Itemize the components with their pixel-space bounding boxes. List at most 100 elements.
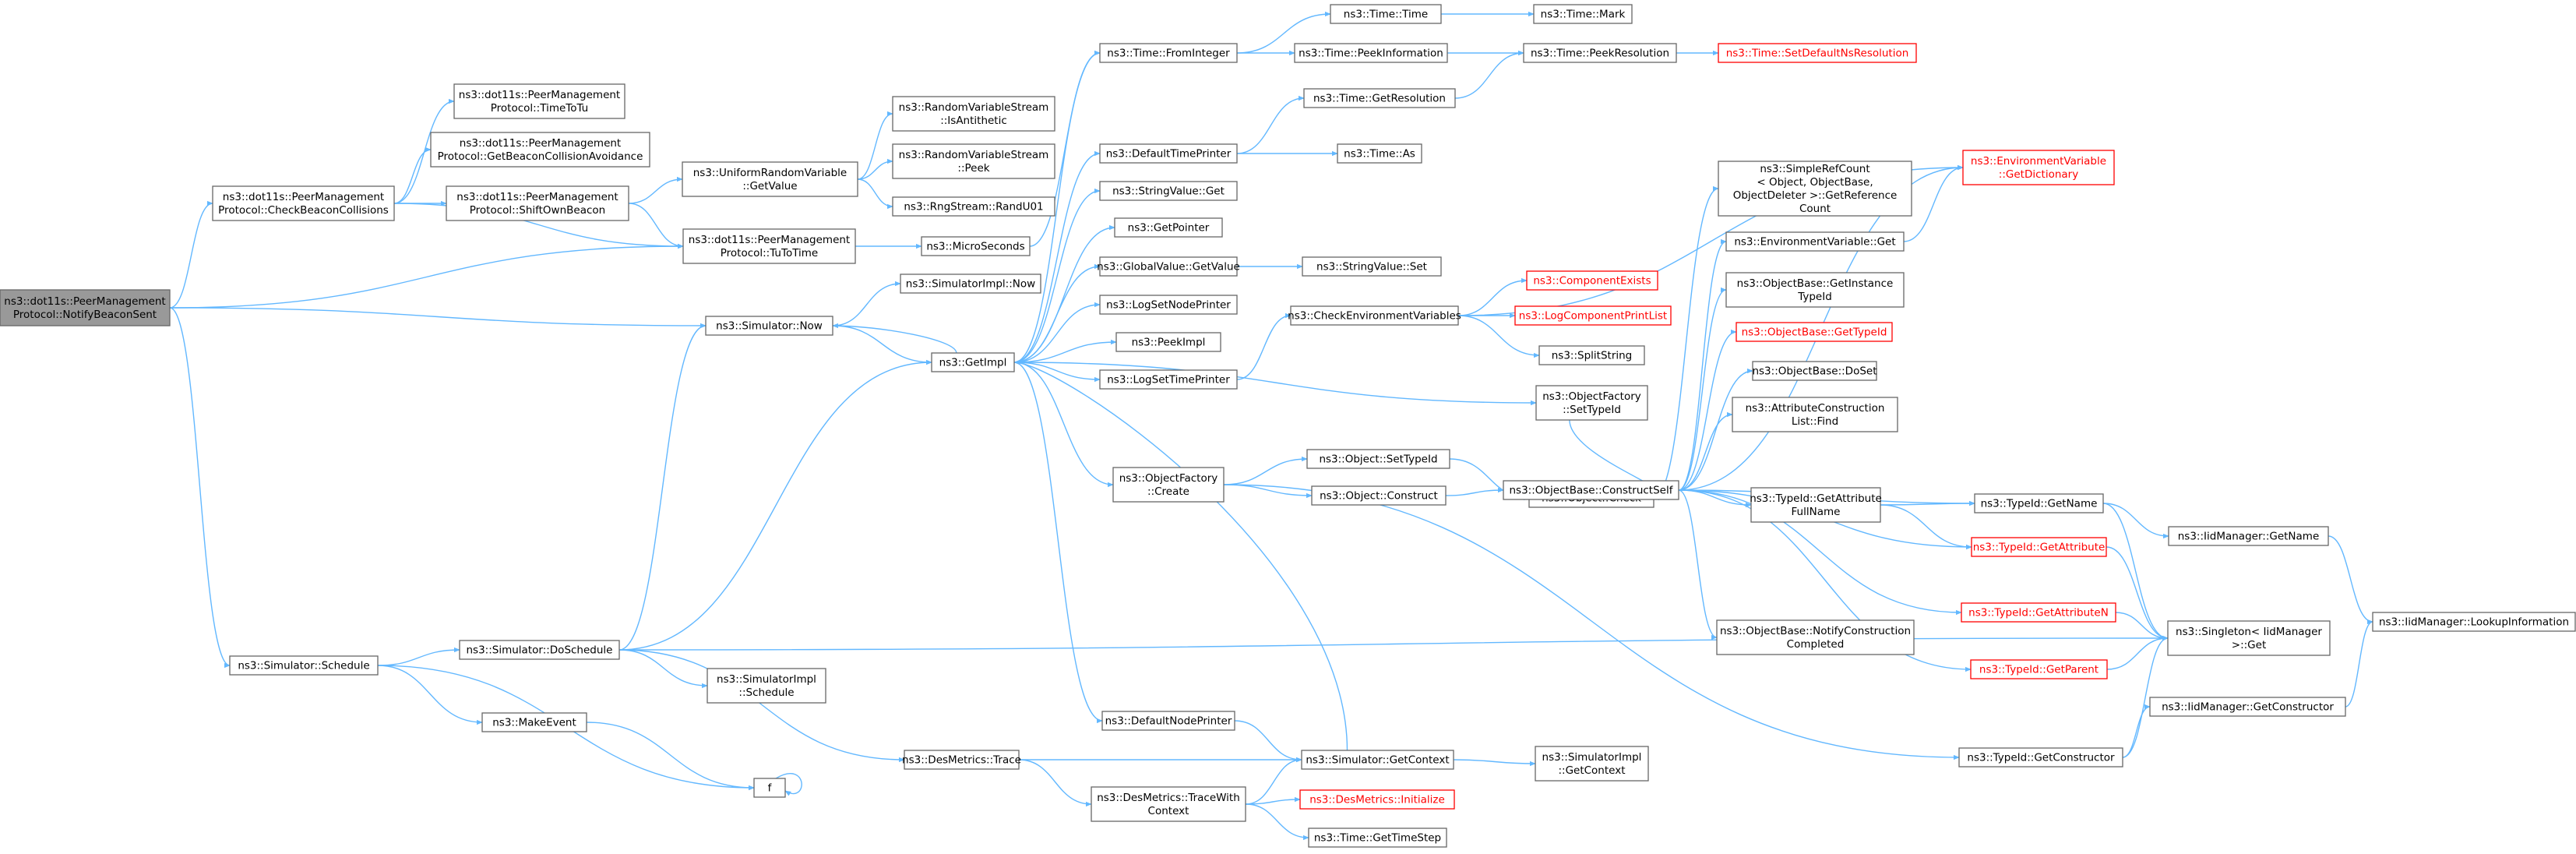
edge-n59-to-n63: [618, 649, 905, 763]
node-box: [1750, 487, 1881, 523]
node-ns3-time-as[interactable]: ns3::Time::As: [1337, 143, 1422, 164]
node-ns3-simulator-now[interactable]: ns3::Simulator::Now: [705, 316, 833, 336]
edge-n59-to-n11: [618, 323, 707, 651]
edge-n58-to-n59: [377, 647, 460, 666]
node-label: ns3::Time::FromInteger: [1107, 48, 1230, 60]
node-ns3-time-time[interactable]: ns3::Time::Time: [1330, 4, 1442, 24]
node-ns3-desmetrics-initialize[interactable]: ns3::DesMetrics::Initialize: [1299, 789, 1455, 810]
node-ns3-dot11s-peermanagement-protocol-getbeaconcollisionavoidance[interactable]: ns3::dot11s::PeerManagementProtocol::Get…: [430, 132, 650, 168]
node-label: ns3::GetPointer: [1128, 222, 1210, 235]
node-ns3-randomvariablestream-isantithetic[interactable]: ns3::RandomVariableStream::IsAntithetic: [892, 96, 1055, 132]
node-ns3-dot11s-peermanagement-protocol-checkbeaconcollisions[interactable]: ns3::dot11s::PeerManagementProtocol::Che…: [212, 185, 395, 221]
edge-n48-to-n53: [2102, 503, 2169, 641]
node-box: [1299, 789, 1455, 810]
node-ns3-desmetrics-trace[interactable]: ns3::DesMetrics::Trace: [902, 750, 1021, 770]
edge-n45-to-n46: [1445, 487, 1504, 496]
node-label: ns3::TypeId::GetAttribute: [1973, 542, 2106, 554]
node-ns3-makeevent[interactable]: ns3::MakeEvent: [481, 712, 587, 732]
node-ns3-dot11s-peermanagement-protocol-shiftownbeacon[interactable]: ns3::dot11s::PeerManagementProtocol::Shi…: [446, 185, 629, 221]
node-label: ns3::Simulator::GetContext: [1306, 754, 1449, 767]
node-ns3-simulator-schedule[interactable]: ns3::Simulator::Schedule: [229, 655, 379, 676]
node-ns3-typeid-getname[interactable]: ns3::TypeId::GetName: [1974, 493, 2104, 513]
node-ns3-environmentvariable-get[interactable]: ns3::EnvironmentVariable::Get: [1725, 231, 1905, 252]
edge-n6-to-n9: [857, 178, 893, 210]
node-ns3-splitstring[interactable]: ns3::SplitString: [1538, 345, 1645, 365]
node-ns3-rngstream-randu01[interactable]: ns3::RngStream::RandU01: [892, 196, 1055, 217]
node-ns3-iidmanager-getname[interactable]: ns3::IidManager::GetName: [2168, 526, 2329, 546]
node-ns3-environmentvariable-getdictionary[interactable]: ns3::EnvironmentVariable::GetDictionary: [1962, 150, 2115, 185]
node-box: [1736, 322, 1893, 342]
node-ns3-logsettimeprinter[interactable]: ns3::LogSetTimePrinter: [1099, 369, 1238, 390]
node-ns3-simplerefcount-object-objectbase-objectdeleter-getreference-count[interactable]: ns3::SimpleRefCount< Object, ObjectBase,…: [1718, 161, 1912, 217]
edge-n13-to-n21: [1013, 150, 1101, 363]
node-ns3-objectbase-doset[interactable]: ns3::ObjectBase::DoSet: [1752, 361, 1877, 381]
node-ns3-microseconds[interactable]: ns3::MicroSeconds: [921, 236, 1031, 256]
node-ns3-getpointer[interactable]: ns3::GetPointer: [1114, 217, 1223, 238]
node-label: TypeId: [1797, 291, 1832, 303]
node-ns3-logcomponentprintlist[interactable]: ns3::LogComponentPrintList: [1514, 305, 1672, 326]
node-ns3-peekimpl[interactable]: ns3::PeekImpl: [1115, 332, 1221, 352]
node-ns3-typeid-getattribute[interactable]: ns3::TypeId::GetAttribute: [1971, 537, 2107, 557]
node-ns3-object-settypeid[interactable]: ns3::Object::SetTypeId: [1306, 449, 1450, 469]
edge-n6-to-n8: [857, 158, 893, 180]
node-ns3-dot11s-peermanagement-protocol-tutotime[interactable]: ns3::dot11s::PeerManagementProtocol::TuT…: [682, 228, 856, 264]
node-label: ns3::SimpleRefCount: [1760, 163, 1869, 175]
node-ns3-simulatorimpl-schedule[interactable]: ns3::SimulatorImpl::Schedule: [707, 668, 826, 704]
node-ns3-simulatorimpl-getcontext[interactable]: ns3::SimulatorImpl::GetContext: [1535, 746, 1649, 782]
node-ns3-iidmanager-lookupinformation[interactable]: ns3::IidManager::LookupInformation: [2372, 612, 2576, 632]
node-ns3-typeid-getconstructor[interactable]: ns3::TypeId::GetConstructor: [1958, 747, 2123, 768]
edge-n67-to-n69: [1245, 803, 1309, 841]
node-ns3-defaulttimeprinter[interactable]: ns3::DefaultTimePrinter: [1099, 143, 1238, 164]
node-ns3-objectfactory-create[interactable]: ns3::ObjectFactory::Create: [1112, 467, 1225, 503]
node-label: ns3::TypeId::GetParent: [1979, 664, 2099, 676]
node-ns3-stringvalue-get[interactable]: ns3::StringValue::Get: [1099, 181, 1238, 201]
node-box: [682, 161, 858, 197]
node-ns3-simulatorimpl-now[interactable]: ns3::SimulatorImpl::Now: [900, 273, 1041, 294]
node-ns3-typeid-getattributen[interactable]: ns3::TypeId::GetAttributeN: [1961, 602, 2116, 623]
node-ns3-checkenvironmentvariables[interactable]: ns3::CheckEnvironmentVariables: [1288, 305, 1461, 326]
node-ns3-time-frominteger[interactable]: ns3::Time::FromInteger: [1099, 43, 1238, 63]
node-ns3-typeid-getparent[interactable]: ns3::TypeId::GetParent: [1970, 659, 2108, 679]
node-ns3-iidmanager-getconstructor[interactable]: ns3::IidManager::GetConstructor: [2149, 697, 2346, 717]
edge-n55-to-n53: [2106, 635, 2169, 670]
node-ns3-dot11s-peermanagement-protocol-timetotu[interactable]: ns3::dot11s::PeerManagementProtocol::Tim…: [453, 83, 625, 119]
node-ns3-time-gettimestep[interactable]: ns3::Time::GetTimeStep: [1308, 828, 1447, 848]
node-ns3-objectbase-gettypeid[interactable]: ns3::ObjectBase::GetTypeId: [1736, 322, 1893, 342]
node-ns3-time-peekresolution[interactable]: ns3::Time::PeekResolution: [1523, 43, 1677, 63]
node-ns3-globalvalue-getvalue[interactable]: ns3::GlobalValue::GetValue: [1097, 256, 1240, 277]
node-ns3-time-setdefaultnsresolution[interactable]: ns3::Time::SetDefaultNsResolution: [1718, 43, 1917, 63]
node-ns3-time-getresolution[interactable]: ns3::Time::GetResolution: [1303, 88, 1456, 108]
node-ns3-stringvalue-set[interactable]: ns3::StringValue::Set: [1302, 256, 1442, 277]
node-ns3-dot11s-peermanagement-protocol-notifybeaconsent[interactable]: ns3::dot11s::PeerManagementProtocol::Not…: [0, 289, 171, 326]
node-ns3-componentexists[interactable]: ns3::ComponentExists: [1526, 270, 1658, 291]
node-label: ns3::IidManager::GetName: [2178, 531, 2320, 543]
node-ns3-randomvariablestream-peek[interactable]: ns3::RandomVariableStream::Peek: [892, 143, 1055, 179]
edge-n63-to-n67: [1018, 759, 1092, 807]
node-box: [1718, 161, 1912, 217]
node-ns3-object-construct[interactable]: ns3::Object::Construct: [1311, 485, 1447, 506]
node-box: [1294, 43, 1448, 63]
node-ns3-getimpl[interactable]: ns3::GetImpl: [931, 352, 1015, 372]
node-ns3-objectfactory-settypeid[interactable]: ns3::ObjectFactory::SetTypeId: [1535, 385, 1648, 421]
node-ns3-time-peekinformation[interactable]: ns3::Time::PeekInformation: [1294, 43, 1448, 63]
node-box: [1115, 332, 1221, 352]
node-ns3-logsetnodeprinter[interactable]: ns3::LogSetNodePrinter: [1099, 295, 1238, 315]
node-ns3-time-mark[interactable]: ns3::Time::Mark: [1533, 4, 1633, 24]
node-ns3-objectbase-notifyconstruction-completed[interactable]: ns3::ObjectBase::NotifyConstructionCompl…: [1716, 619, 1915, 655]
node-box: [481, 712, 587, 732]
edge-n13-to-n29: [1013, 362, 1101, 383]
node-ns3-singleton-iidmanager-get[interactable]: ns3::Singleton< IidManager >::Get: [2167, 620, 2331, 656]
node-label: ns3::ObjectBase::NotifyConstruction: [1720, 625, 1911, 637]
node-ns3-simulator-getcontext[interactable]: ns3::Simulator::GetContext: [1301, 750, 1454, 770]
node-box: [2149, 697, 2346, 717]
node-ns3-simulator-doschedule[interactable]: ns3::Simulator::DoSchedule: [459, 640, 620, 660]
node-ns3-defaultnodeprinter[interactable]: ns3::DefaultNodePrinter: [1101, 711, 1235, 731]
node-ns3-uniformrandomvariable-getvalue[interactable]: ns3::UniformRandomVariable::GetValue: [682, 161, 858, 197]
node-ns3-objectbase-constructself[interactable]: ns3::ObjectBase::ConstructSelf: [1503, 480, 1679, 500]
node-f[interactable]: f: [753, 778, 786, 798]
edge-n62-to-n62: [775, 773, 802, 796]
